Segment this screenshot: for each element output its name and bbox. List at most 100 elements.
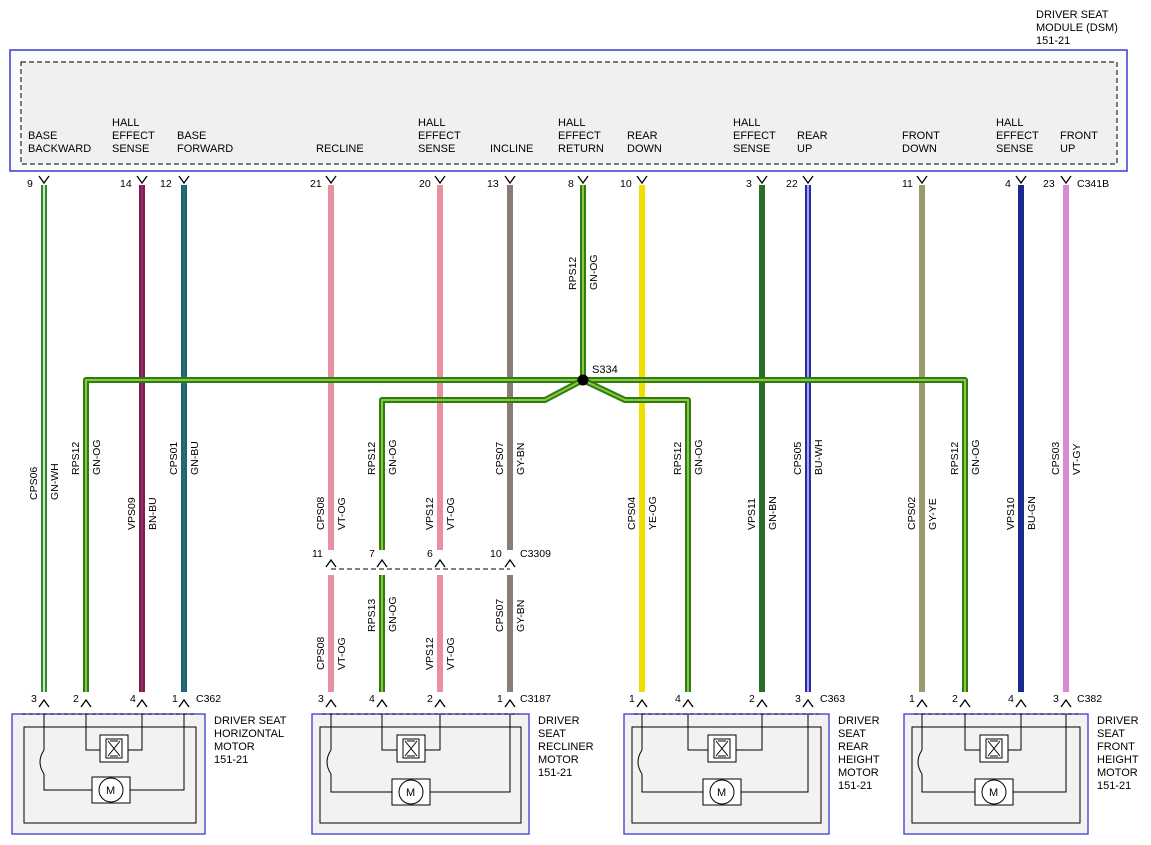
m4-connector: C382 (1077, 693, 1102, 705)
m3-pin-b: 4 (675, 693, 681, 705)
mpin-11: 11 (902, 178, 913, 190)
c3309-pins: 11 7 6 10 C3309 (312, 548, 551, 560)
module-pin-arrows (38, 175, 1072, 185)
func-her-3: RETURN (558, 143, 604, 155)
module-title-1: DRIVER SEAT (1036, 9, 1109, 21)
lbl-rps12-b: RPS12 (366, 442, 378, 475)
m3-name-3: REAR (838, 741, 869, 753)
svg-text:M: M (106, 785, 115, 797)
splice-label: S334 (592, 364, 618, 376)
m3-pin-c: 2 (749, 693, 755, 705)
func-front-up-2: UP (1060, 143, 1075, 155)
mpin-14: 14 (120, 178, 132, 190)
m3-connector: C363 (820, 693, 845, 705)
m3-name-6: 151-21 (838, 780, 872, 792)
m4-pin-b: 2 (952, 693, 958, 705)
wire-rps12-rear (581, 377, 691, 692)
func-hes2-1: HALL (418, 117, 446, 129)
ground-network (83, 185, 968, 692)
lbl-gnog-d: GN-OG (970, 439, 982, 475)
motor-icon (709, 779, 735, 805)
m3-pin-a: 1 (629, 693, 635, 705)
lbl-gnog-a: GN-OG (91, 439, 103, 475)
lbl-gy-ye: GY-YE (927, 498, 939, 530)
func-hes3-1: HALL (733, 117, 761, 129)
mpin-13: 13 (487, 178, 499, 190)
m2-name-2: SEAT (538, 728, 566, 740)
lbl-cps05: CPS05 (792, 442, 804, 475)
m1-pin-a: 3 (31, 693, 37, 705)
m4-name-3: FRONT (1097, 741, 1135, 753)
wire-labels: CPS06 GN-WH RPS12 GN-OG VPS09 BN-BU CPS0… (28, 254, 1083, 670)
lbl-bn-bu: BN-BU (147, 497, 159, 530)
lbl-gn-bn: GN-BN (767, 496, 779, 530)
svg-text:M: M (406, 787, 415, 799)
mpin-8: 8 (568, 178, 574, 190)
m2-pin-d: 1 (497, 693, 503, 705)
lbl-gn-bu: GN-BU (189, 441, 201, 475)
motor-front-height: M DRIVER SEAT FRONT HEIGHT MOTOR 151-21 (903, 713, 1139, 835)
m1-pin-b: 2 (73, 693, 79, 705)
lbl-cps03: CPS03 (1050, 442, 1062, 475)
func-rear-down-1: REAR (627, 130, 658, 142)
lbl-vps10: VPS10 (1005, 497, 1017, 530)
lbl-vps12-lower: VPS12 (424, 637, 436, 670)
lbl-cps04: CPS04 (626, 497, 638, 530)
lbl-vt-og-lower-a: VT-OG (336, 637, 348, 670)
module-inner (20, 61, 1118, 165)
mpin-4: 4 (1005, 178, 1011, 190)
m3-name-2: SEAT (838, 728, 866, 740)
module-pin-numbers: 9 14 12 21 20 13 8 10 3 22 11 4 23 C341B (27, 178, 1109, 190)
motor-pin-numbers: 3 2 4 1 C362 3 4 2 1 C3187 1 4 2 3 C363 … (31, 693, 1102, 705)
lbl-gy-bn-lower: GY-BN (515, 600, 527, 632)
motor-recliner: M DRIVER SEAT RECLINER MOTOR 151-21 (311, 713, 594, 835)
func-hes4-3: SENSE (996, 143, 1033, 155)
lbl-ye-og: YE-OG (647, 496, 659, 530)
func-rear-up-2: UP (797, 143, 812, 155)
svg-text:M: M (989, 787, 998, 799)
func-base-backward-2: BACKWARD (28, 143, 91, 155)
wire-rps12-bus (83, 377, 968, 692)
func-recline: RECLINE (316, 143, 364, 155)
lbl-cps07: CPS07 (494, 442, 506, 475)
lbl-bu-wh: BU-WH (813, 439, 825, 475)
m4-name-6: 151-21 (1097, 780, 1131, 792)
lbl-gnog-rps13: GN-OG (387, 596, 399, 632)
mpin-10: 10 (620, 178, 632, 190)
mpin-3: 3 (746, 178, 752, 190)
lbl-rps13: RPS13 (366, 599, 378, 632)
mpin-12: 12 (160, 178, 172, 190)
func-rear-down-2: DOWN (627, 143, 662, 155)
lbl-vps09: VPS09 (126, 497, 138, 530)
c3309-pin-11: 11 (312, 548, 323, 560)
module-connector-label: C341B (1077, 178, 1109, 190)
lbl-gnog-b: GN-OG (387, 439, 399, 475)
splice-dot (577, 374, 589, 386)
m2-pin-c: 2 (427, 693, 433, 705)
motor-icon (398, 779, 424, 805)
module-title-3: 151-21 (1036, 35, 1070, 47)
lbl-rps12-a: RPS12 (70, 442, 82, 475)
c3309-pin-6: 6 (427, 548, 433, 560)
func-front-up-1: FRONT (1060, 130, 1098, 142)
lbl-cps02: CPS02 (906, 497, 918, 530)
func-hes1-1: HALL (112, 117, 140, 129)
wires (41, 185, 1069, 692)
func-hes2-2: EFFECT (418, 130, 461, 142)
func-hes1-2: EFFECT (112, 130, 155, 142)
c3309-pin-7: 7 (369, 548, 375, 560)
m2-pin-b: 4 (369, 693, 375, 705)
m1-connector: C362 (196, 693, 221, 705)
m1-pin-d: 1 (172, 693, 178, 705)
func-front-down-2: DOWN (902, 143, 937, 155)
lbl-cps08: CPS08 (315, 497, 327, 530)
c3309-arrows (325, 558, 516, 568)
func-base-backward-1: BASE (28, 130, 57, 142)
m1-name-1: DRIVER SEAT (214, 715, 287, 727)
m2-name-5: 151-21 (538, 767, 572, 779)
func-hes4-2: EFFECT (996, 130, 1039, 142)
m2-name-4: MOTOR (538, 754, 579, 766)
m2-name-3: RECLINER (538, 741, 594, 753)
motor-horizontal: M DRIVER SEAT HORIZONTAL MOTOR 151-21 (11, 713, 287, 835)
m2-connector: C3187 (520, 693, 551, 705)
